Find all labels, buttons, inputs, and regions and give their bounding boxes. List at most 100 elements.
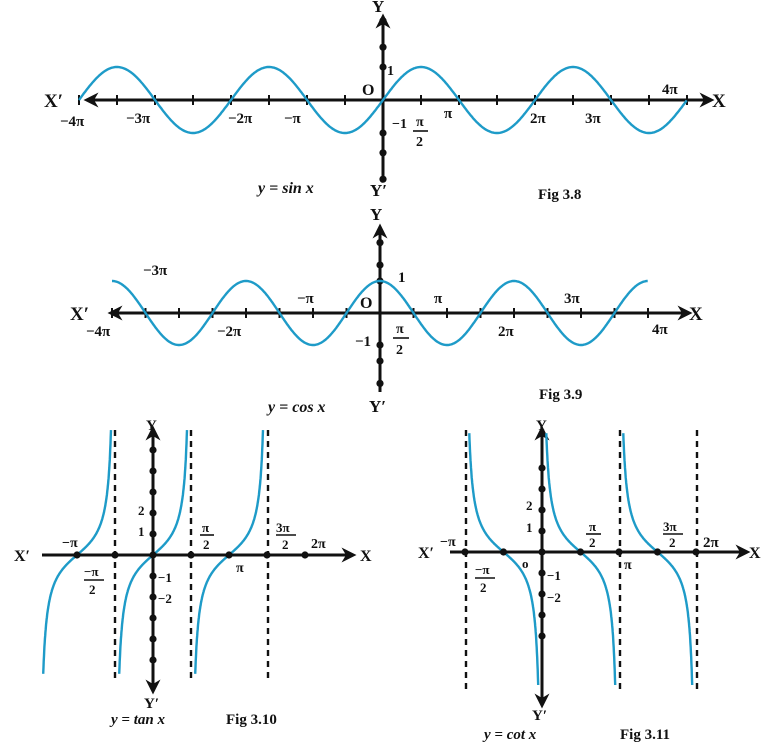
cot-tick-label-2: 2 bbox=[526, 498, 533, 513]
cot-caption: Fig 3.11 bbox=[620, 727, 670, 743]
tan-equation: y = tan x bbox=[109, 712, 165, 728]
cos-tick-label-pi2-den: 2 bbox=[396, 343, 403, 358]
tan-graph: Y Y′ X X′ −π −π 2 π 2 π 3π 2 2π 2 1 −1 −… bbox=[14, 418, 372, 728]
cot-y-dot bbox=[538, 527, 546, 535]
cos-tick-label-negpi: −π bbox=[297, 291, 315, 307]
cot-tick-label-1: 1 bbox=[526, 520, 533, 535]
tan-y-dot bbox=[149, 488, 157, 496]
tan-y-dot bbox=[149, 635, 157, 643]
tan-y-dot bbox=[149, 467, 157, 475]
tan-y-dot bbox=[149, 572, 157, 580]
sin-tick-label-4pi: 4π bbox=[662, 82, 679, 98]
sin-x-neg-label: X′ bbox=[44, 91, 63, 112]
tan-y-dot bbox=[149, 446, 157, 454]
sin-tick-label-neg4pi: −4π bbox=[60, 114, 85, 130]
tan-tick-label-2pi: 2π bbox=[311, 537, 326, 552]
sin-y-dot bbox=[379, 149, 387, 157]
cos-tick-label-pi2-num: π bbox=[396, 322, 404, 337]
sin-graph: Y Y′ X X′ O 1 −1 π 2 −4π −3π −2π −π π 2π… bbox=[44, 0, 726, 203]
cot-tick-label-neghalf-num: −π bbox=[475, 562, 490, 577]
sin-tick-label-3pi: 3π bbox=[585, 111, 602, 127]
cot-tick-label-neg1: −1 bbox=[547, 568, 561, 583]
cos-y-dot bbox=[376, 379, 384, 387]
sin-y-ticks bbox=[379, 17, 387, 183]
tan-dots bbox=[73, 446, 309, 664]
cot-equation: y = cot x bbox=[482, 727, 537, 743]
sin-x-label: X bbox=[712, 91, 726, 112]
cot-tick-label-negpi: −π bbox=[440, 535, 456, 550]
cos-y-dot bbox=[376, 261, 384, 269]
cot-x-dot bbox=[576, 548, 585, 556]
cot-graph: Y Y′ X X′ o −π −π 2 π 2 π 3π 2 2π 2 1 −1… bbox=[418, 418, 761, 743]
tan-y-dot bbox=[149, 530, 157, 538]
cot-x-dot bbox=[615, 548, 623, 556]
cos-equation: y = cos x bbox=[266, 399, 326, 416]
cot-tick-label-2pi: 2π bbox=[703, 535, 720, 551]
tan-tick-label-threehalf-den: 2 bbox=[282, 537, 289, 552]
cot-tick-label-half-num: π bbox=[589, 519, 596, 534]
tan-y-dot bbox=[149, 656, 157, 664]
cot-tick-label-half-den: 2 bbox=[589, 535, 596, 550]
sin-y-label: Y bbox=[372, 0, 384, 16]
sin-tick-label-pi2-num: π bbox=[416, 115, 424, 130]
tan-x-neg-label: X′ bbox=[14, 548, 30, 565]
cos-tick-label-1: 1 bbox=[398, 270, 406, 286]
cos-y-dot bbox=[376, 341, 384, 349]
sin-curve bbox=[78, 65, 688, 135]
tan-tick-label-half-den: 2 bbox=[203, 537, 210, 552]
sin-y-neg-label: Y′ bbox=[370, 181, 387, 200]
cos-tick-label-neg3pi: −3π bbox=[143, 263, 168, 279]
tan-tick-label-neg1: −1 bbox=[158, 570, 172, 585]
cot-tick-label-neghalf-den: 2 bbox=[480, 580, 487, 595]
cot-x-dot bbox=[499, 548, 508, 556]
cos-tick-label-3pi: 3π bbox=[564, 291, 581, 307]
tan-caption: Fig 3.10 bbox=[226, 712, 277, 728]
tan-tick-label-2: 2 bbox=[138, 503, 145, 518]
cos-y-dot bbox=[376, 239, 384, 247]
cot-tick-label-pi: π bbox=[624, 558, 632, 573]
cos-tick-label-2pi: 2π bbox=[498, 324, 515, 340]
cot-x-label: X bbox=[749, 545, 761, 562]
tan-tick-label-pi: π bbox=[236, 561, 244, 576]
tan-tick-label-half-num: π bbox=[202, 520, 209, 535]
cos-tick-label-neg1: −1 bbox=[355, 334, 371, 350]
tan-tick-label-neghalf-den: 2 bbox=[89, 582, 96, 597]
sin-y-dot bbox=[379, 63, 387, 71]
cot-y-dot bbox=[538, 632, 546, 640]
cot-x-dot bbox=[461, 548, 469, 556]
cot-curve bbox=[468, 433, 694, 686]
cot-tick-label-threehalf-den: 2 bbox=[669, 535, 676, 550]
cot-tick-label-neg2: −2 bbox=[547, 590, 561, 605]
tan-y-label: Y bbox=[146, 418, 157, 434]
cos-caption: Fig 3.9 bbox=[539, 387, 582, 403]
cot-x-dot bbox=[692, 548, 700, 556]
cot-x-neg-label: X′ bbox=[418, 545, 434, 562]
cos-y-neg-label: Y′ bbox=[369, 397, 386, 416]
cos-y-label: Y bbox=[370, 205, 382, 224]
cos-x-label: X bbox=[689, 304, 703, 325]
tan-x-dot bbox=[187, 551, 195, 559]
cot-y-dot bbox=[538, 485, 546, 493]
sin-tick-label-1: 1 bbox=[387, 64, 394, 79]
cot-y-label: Y bbox=[536, 418, 547, 434]
sin-tick-label-neg1: −1 bbox=[392, 117, 407, 132]
tan-x-dot bbox=[263, 551, 271, 559]
cot-x-dot bbox=[538, 548, 546, 556]
cot-dots bbox=[461, 464, 700, 640]
tan-tick-label-1: 1 bbox=[138, 524, 145, 539]
cos-tick-label-pi: π bbox=[434, 291, 443, 307]
cos-graph: Y Y′ X X′ O 1 −1 π 2 −4π −3π −2π −π π 2π… bbox=[70, 205, 703, 416]
sin-y-dot bbox=[379, 175, 387, 183]
tan-tick-label-threehalf-num: 3π bbox=[276, 520, 290, 535]
cos-curve bbox=[112, 279, 648, 347]
cot-tick-label-threehalf-num: 3π bbox=[663, 519, 677, 534]
sin-y-dot bbox=[379, 43, 387, 51]
sin-tick-label-2pi: 2π bbox=[530, 111, 547, 127]
sin-caption: Fig 3.8 bbox=[538, 187, 581, 203]
cot-y-dot bbox=[538, 590, 546, 598]
cot-y-dot bbox=[538, 611, 546, 619]
cos-y-dot bbox=[376, 357, 384, 365]
cos-x-neg-label: X′ bbox=[70, 304, 89, 325]
